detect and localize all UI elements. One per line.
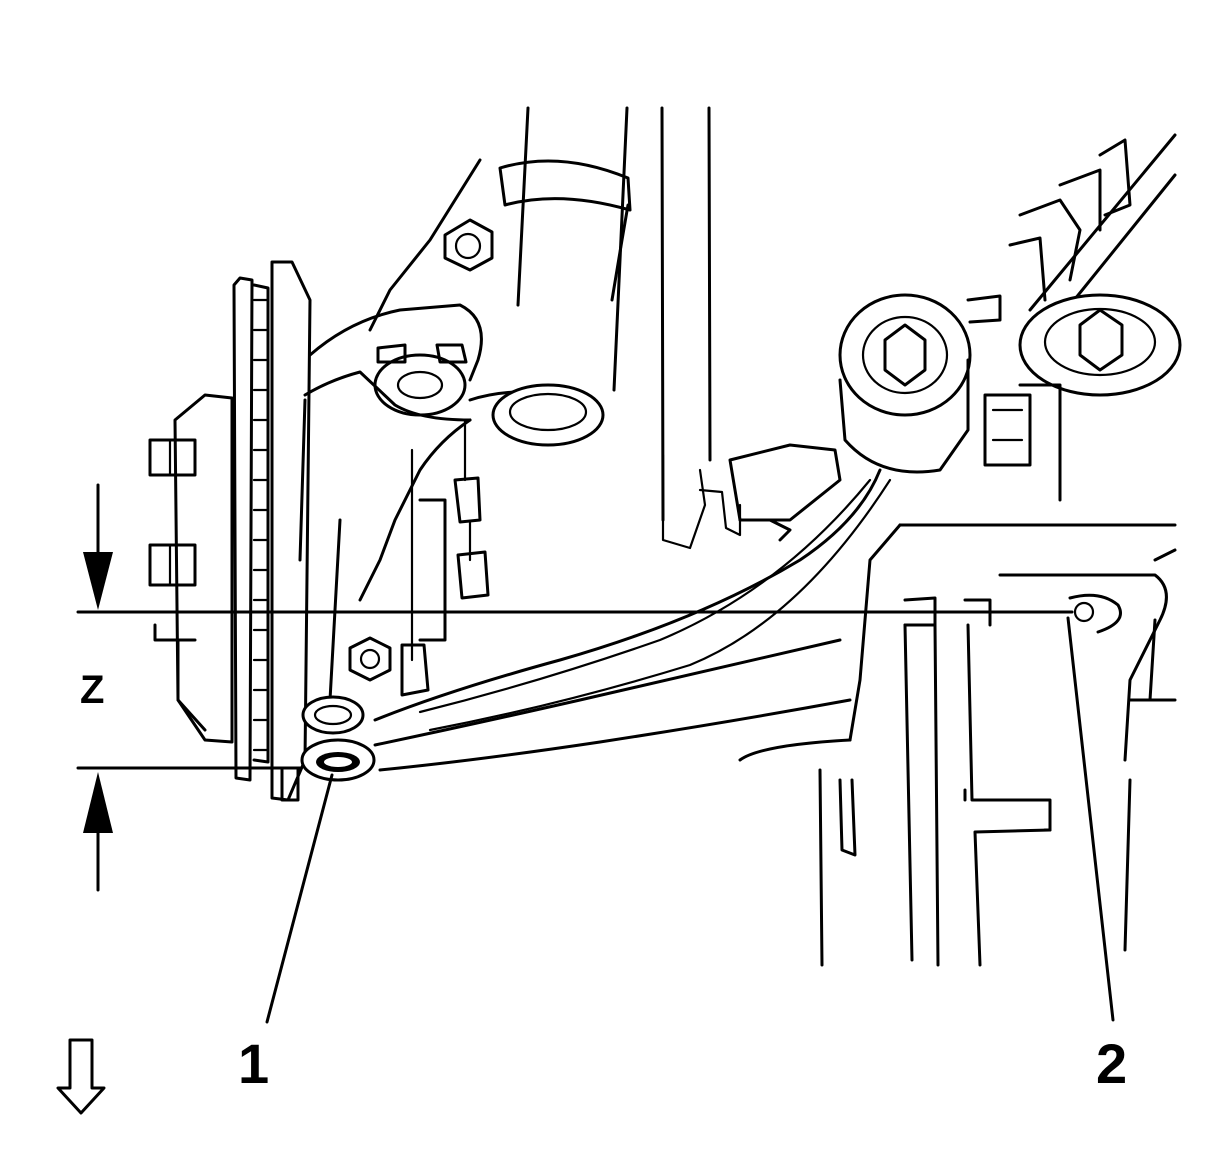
callout-label-1: 1 — [238, 1032, 270, 1095]
brake-rotor — [232, 260, 312, 802]
lower-ball-joint — [348, 636, 392, 682]
callout-label-2: 2 — [1096, 1032, 1128, 1095]
solid-arrow-icon-down — [83, 552, 113, 610]
dimension-z — [76, 483, 1074, 892]
callout-2-leader — [1066, 616, 1115, 1022]
wheel-hub — [148, 393, 234, 744]
crossmember — [818, 523, 1177, 967]
upper-arm-mount — [838, 133, 1182, 502]
lower-arm-bushing — [280, 695, 376, 802]
dimension-label-z: Z — [80, 668, 105, 712]
solid-arrow-icon-up — [83, 772, 113, 833]
strut-assembly — [368, 106, 742, 550]
hollow-down-arrow-icon — [56, 1038, 106, 1115]
lower-control-arm — [373, 443, 892, 772]
callout-1-leader — [265, 773, 334, 1024]
knuckle-upper — [298, 218, 605, 702]
frame-reference-hole — [1068, 593, 1122, 634]
callout-leaders — [265, 616, 1115, 1024]
brake-hose — [400, 418, 490, 697]
